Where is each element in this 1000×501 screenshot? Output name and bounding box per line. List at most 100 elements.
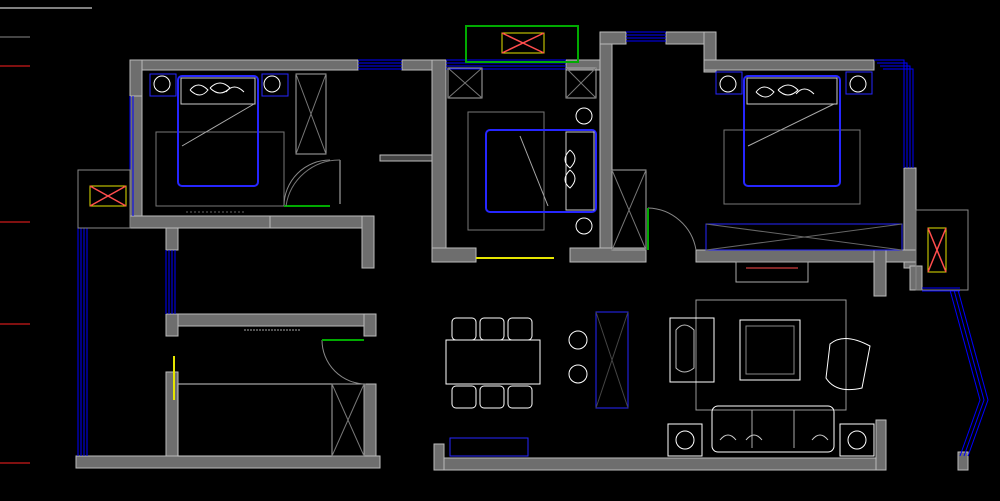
- window: [949, 289, 989, 457]
- wall: [129, 59, 359, 71]
- wall: [165, 227, 179, 251]
- door-swing: [321, 339, 367, 385]
- wall: [379, 154, 433, 162]
- wall: [431, 59, 447, 261]
- coffee-table: [739, 319, 801, 381]
- blanket-fold: [181, 103, 255, 147]
- wall: [129, 95, 143, 227]
- nightstand-lamp: [719, 75, 737, 93]
- pillows: [564, 149, 576, 189]
- armchair-seat: [675, 324, 695, 373]
- side-table: [839, 423, 875, 457]
- wall: [269, 215, 375, 229]
- bedroom-left: [149, 73, 331, 213]
- bedroom-right: [705, 71, 903, 283]
- stool: [568, 330, 588, 350]
- cabinet-cross: [331, 383, 365, 457]
- dining-table: [445, 339, 541, 385]
- blanket-fold: [747, 103, 835, 147]
- nightstand: [715, 71, 743, 95]
- counter: [177, 383, 333, 457]
- blanket-fold: [519, 135, 549, 207]
- chair: [507, 385, 533, 409]
- wall: [129, 59, 143, 97]
- windows: [77, 31, 989, 457]
- walls: [75, 31, 969, 471]
- side-table-lamp: [675, 430, 695, 450]
- ac-unit: [89, 185, 127, 207]
- armchair: [669, 317, 715, 383]
- wall: [569, 247, 647, 263]
- bed: [177, 75, 259, 187]
- wall: [129, 215, 271, 229]
- cabinet: [447, 67, 483, 99]
- chair: [479, 317, 505, 341]
- wall: [703, 59, 875, 71]
- ac-unit-cross: [89, 185, 127, 207]
- wall: [433, 443, 445, 471]
- bed: [485, 129, 597, 213]
- ac-unit-cross: [927, 227, 947, 273]
- nightstand: [261, 73, 289, 97]
- armchair-round: [825, 338, 871, 391]
- nightstand-lamp: [575, 107, 593, 125]
- door-swing: [283, 159, 331, 207]
- side-table-lamp: [847, 430, 867, 450]
- sofa-pillows: [719, 434, 829, 441]
- side-table: [667, 423, 703, 457]
- rug: [723, 129, 861, 205]
- window: [874, 59, 914, 168]
- headboard: [565, 131, 595, 211]
- wardrobe-cross: [295, 73, 327, 155]
- wall: [431, 247, 477, 263]
- window: [626, 31, 666, 42]
- wall: [75, 455, 381, 469]
- window: [358, 59, 402, 70]
- nightstand-lamp: [575, 217, 593, 235]
- wall: [915, 209, 969, 291]
- ac-unit-cross: [501, 32, 545, 54]
- living-area: [667, 299, 875, 457]
- wardrobe: [705, 223, 903, 251]
- chair: [507, 317, 533, 341]
- ac-unit: [501, 32, 545, 54]
- wall: [873, 249, 887, 297]
- dining-area: [445, 311, 629, 457]
- chair: [451, 317, 477, 341]
- rug: [467, 111, 545, 231]
- ac-niche-top: [465, 25, 579, 63]
- window: [77, 228, 88, 456]
- cabinet-cross: [447, 67, 483, 99]
- layer-legend: [0, 7, 92, 464]
- window: [165, 250, 176, 314]
- nightstand-lamp: [263, 75, 281, 93]
- bed: [743, 75, 841, 187]
- nightstand: [845, 71, 873, 95]
- ac-unit: [927, 227, 947, 273]
- wall: [599, 31, 627, 45]
- ac-niche-left: [77, 169, 131, 229]
- tv-cabinet: [735, 261, 809, 283]
- wall: [433, 457, 879, 471]
- rug: [155, 131, 285, 207]
- nightstand-lamp: [153, 75, 171, 93]
- nightstand: [149, 73, 177, 97]
- wardrobe: [611, 169, 647, 251]
- wall: [361, 215, 375, 269]
- wall: [165, 313, 377, 327]
- pillows: [189, 82, 245, 96]
- nightstand-lamp: [849, 75, 867, 93]
- wall: [599, 31, 613, 251]
- wall: [363, 313, 377, 337]
- wall: [875, 419, 887, 471]
- pillows: [755, 84, 815, 98]
- wall: [165, 313, 179, 337]
- doors-misc: [285, 159, 341, 207]
- wall: [165, 371, 179, 459]
- stool: [568, 364, 588, 384]
- door-swing: [285, 159, 341, 207]
- door-swing: [647, 207, 697, 251]
- sofa: [711, 405, 835, 453]
- rug: [695, 299, 847, 411]
